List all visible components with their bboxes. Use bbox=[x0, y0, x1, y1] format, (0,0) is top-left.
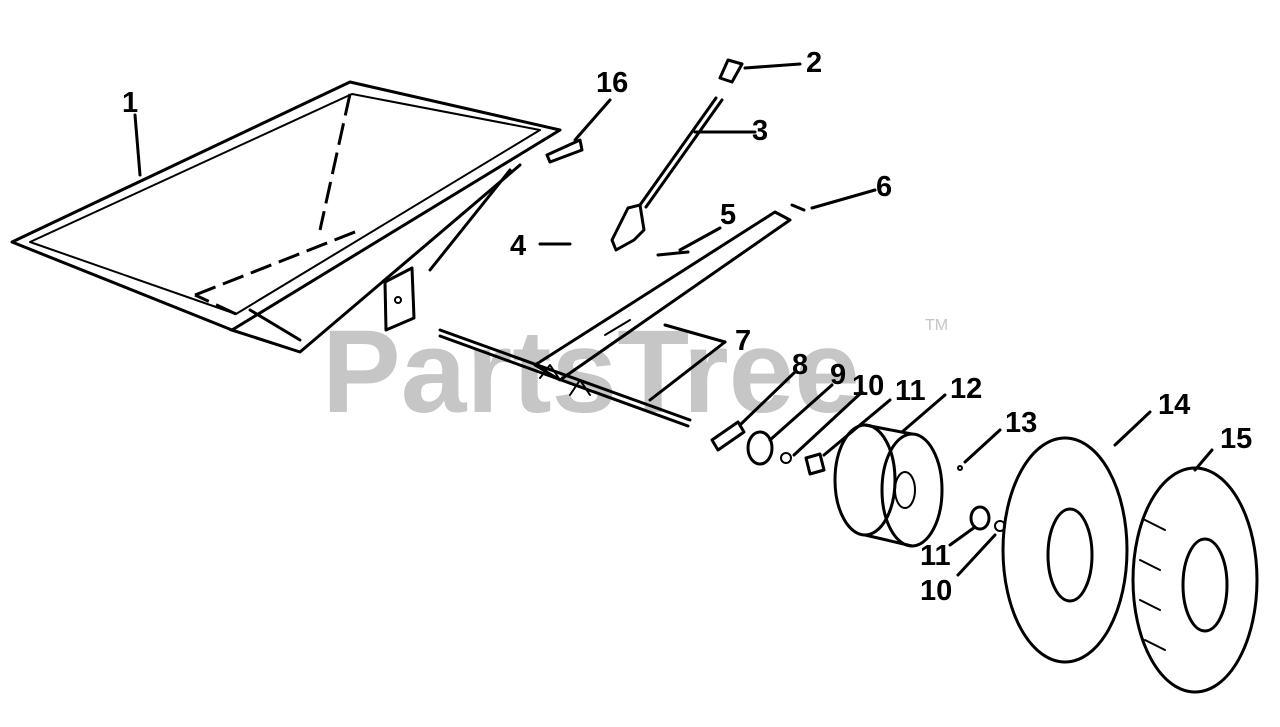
part-clip-6 bbox=[790, 203, 806, 212]
callout-labels: 1 2 3 4 5 6 7 8 9 10 11 12 13 14 15 16 1… bbox=[122, 47, 1252, 607]
callout-6: 6 bbox=[876, 171, 892, 203]
callout-13: 13 bbox=[1005, 407, 1037, 439]
part-valve-13 bbox=[957, 465, 963, 471]
part-axle-frame bbox=[438, 210, 792, 428]
callout-12: 12 bbox=[950, 373, 982, 405]
part-handle-rod bbox=[610, 58, 744, 252]
callout-16: 16 bbox=[596, 67, 628, 99]
callout-10-lower: 10 bbox=[920, 575, 952, 607]
callout-1: 1 bbox=[122, 87, 138, 119]
callout-4: 4 bbox=[510, 230, 526, 262]
callout-15: 15 bbox=[1220, 423, 1252, 455]
leader-lines bbox=[133, 62, 1214, 577]
part-tire bbox=[1131, 466, 1259, 694]
callout-2: 2 bbox=[806, 47, 822, 79]
callout-11: 11 bbox=[895, 375, 926, 407]
callout-5: 5 bbox=[720, 199, 736, 231]
part-wheel-rim bbox=[833, 423, 944, 548]
callout-7: 7 bbox=[735, 325, 751, 357]
callout-3: 3 bbox=[752, 115, 768, 147]
part-bracket-16 bbox=[545, 138, 584, 164]
part-inner-tube bbox=[1001, 436, 1129, 664]
callout-14: 14 bbox=[1158, 389, 1190, 421]
part-hopper bbox=[10, 80, 562, 354]
callout-9: 9 bbox=[830, 359, 846, 391]
watermark-brand: PartsTree bbox=[322, 306, 860, 438]
watermark-trademark: TM bbox=[925, 317, 948, 334]
callout-8: 8 bbox=[792, 349, 808, 381]
callout-10: 10 bbox=[852, 370, 884, 402]
part-hub-components bbox=[710, 420, 826, 476]
part-pin-5 bbox=[656, 250, 690, 257]
callout-11-lower: 11 bbox=[920, 540, 951, 572]
